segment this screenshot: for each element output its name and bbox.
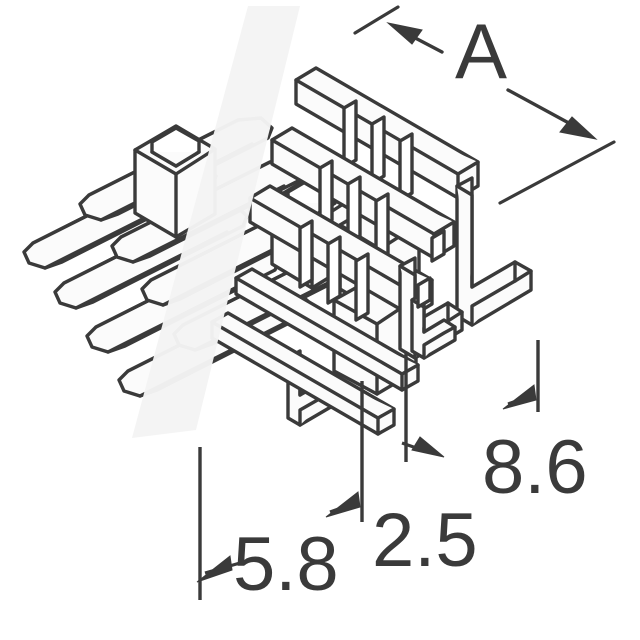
notch-details [416, 229, 446, 309]
glare-highlight-band [132, 6, 300, 438]
dimension-label-A: A [455, 7, 508, 95]
dim-A-extension-line-lower [498, 140, 616, 205]
dimension-8-6 [401, 340, 540, 462]
dimension-label-2-5: 2.5 [372, 498, 478, 583]
dimension-5-8 [196, 447, 241, 600]
dim-A-arrow-lower-shaft [506, 88, 580, 130]
front-pin-bars [210, 267, 420, 436]
dim-A-arrowhead-lower [559, 116, 598, 140]
dim-mid-arrowhead [411, 436, 445, 458]
dimension-label-5-8: 5.8 [233, 522, 339, 607]
dimension-2-5 [325, 381, 364, 522]
dim-A-extension-line-upper [353, 5, 400, 35]
dim-58-arrowhead [196, 555, 233, 583]
dimension-A [353, 5, 616, 205]
comb-lattice-back [248, 66, 480, 322]
dim-86-arrowhead [502, 384, 537, 410]
connector-assembly [22, 66, 533, 436]
dimension-label-8-6: 8.6 [482, 425, 588, 510]
dim-25-arrowhead [325, 491, 361, 518]
dim-A-arrowhead-upper [386, 22, 423, 45]
